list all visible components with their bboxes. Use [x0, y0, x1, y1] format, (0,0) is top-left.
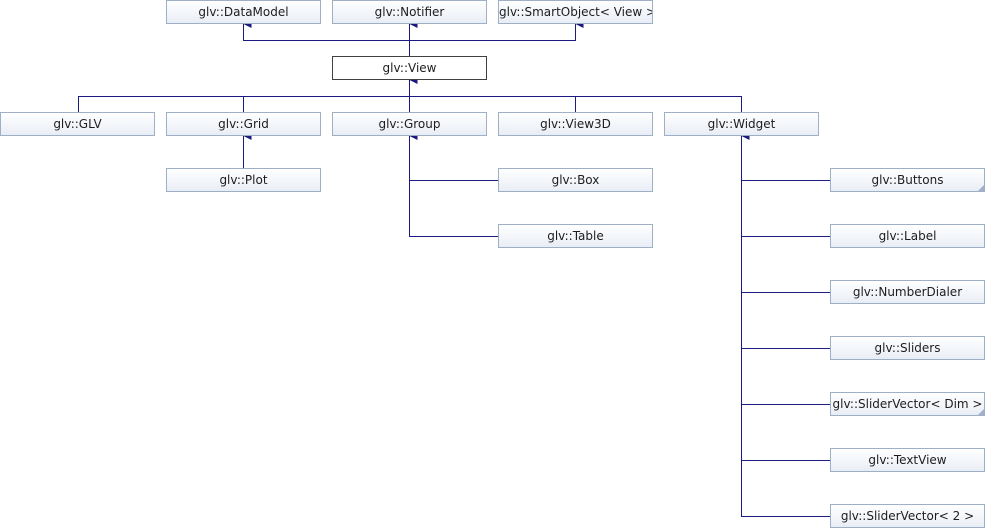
- edge-view-to-datamodel: [243, 20, 410, 56]
- node-sliders[interactable]: glv::Sliders: [830, 336, 985, 360]
- node-buttons[interactable]: glv::Buttons: [830, 168, 985, 192]
- node-textview[interactable]: glv::TextView: [830, 448, 985, 472]
- node-slidervector-2[interactable]: glv::SliderVector< 2 >: [830, 504, 985, 528]
- edge-children-to-view: [78, 80, 742, 112]
- node-table[interactable]: glv::Table: [498, 224, 653, 248]
- node-notifier[interactable]: glv::Notifier: [332, 0, 487, 24]
- node-smartobject[interactable]: glv::SmartObject< View >: [498, 0, 653, 24]
- edge-widget-subclasses: [742, 136, 830, 517]
- node-datamodel[interactable]: glv::DataModel: [166, 0, 321, 24]
- node-group[interactable]: glv::Group: [332, 112, 487, 136]
- node-grid[interactable]: glv::Grid: [166, 112, 321, 136]
- node-label[interactable]: glv::Label: [830, 224, 985, 248]
- edge-box-table-to-group: [410, 136, 498, 237]
- node-view3d[interactable]: glv::View3D: [498, 112, 653, 136]
- node-numberdialer[interactable]: glv::NumberDialer: [830, 280, 985, 304]
- node-widget[interactable]: glv::Widget: [664, 112, 819, 136]
- node-view-current: glv::View: [332, 56, 487, 80]
- edge-view-to-smartobject: [409, 20, 584, 41]
- node-slidervector-dim[interactable]: glv::SliderVector< Dim >: [830, 392, 985, 416]
- node-plot[interactable]: glv::Plot: [166, 168, 321, 192]
- node-glv[interactable]: glv::GLV: [0, 112, 155, 136]
- node-box[interactable]: glv::Box: [498, 168, 653, 192]
